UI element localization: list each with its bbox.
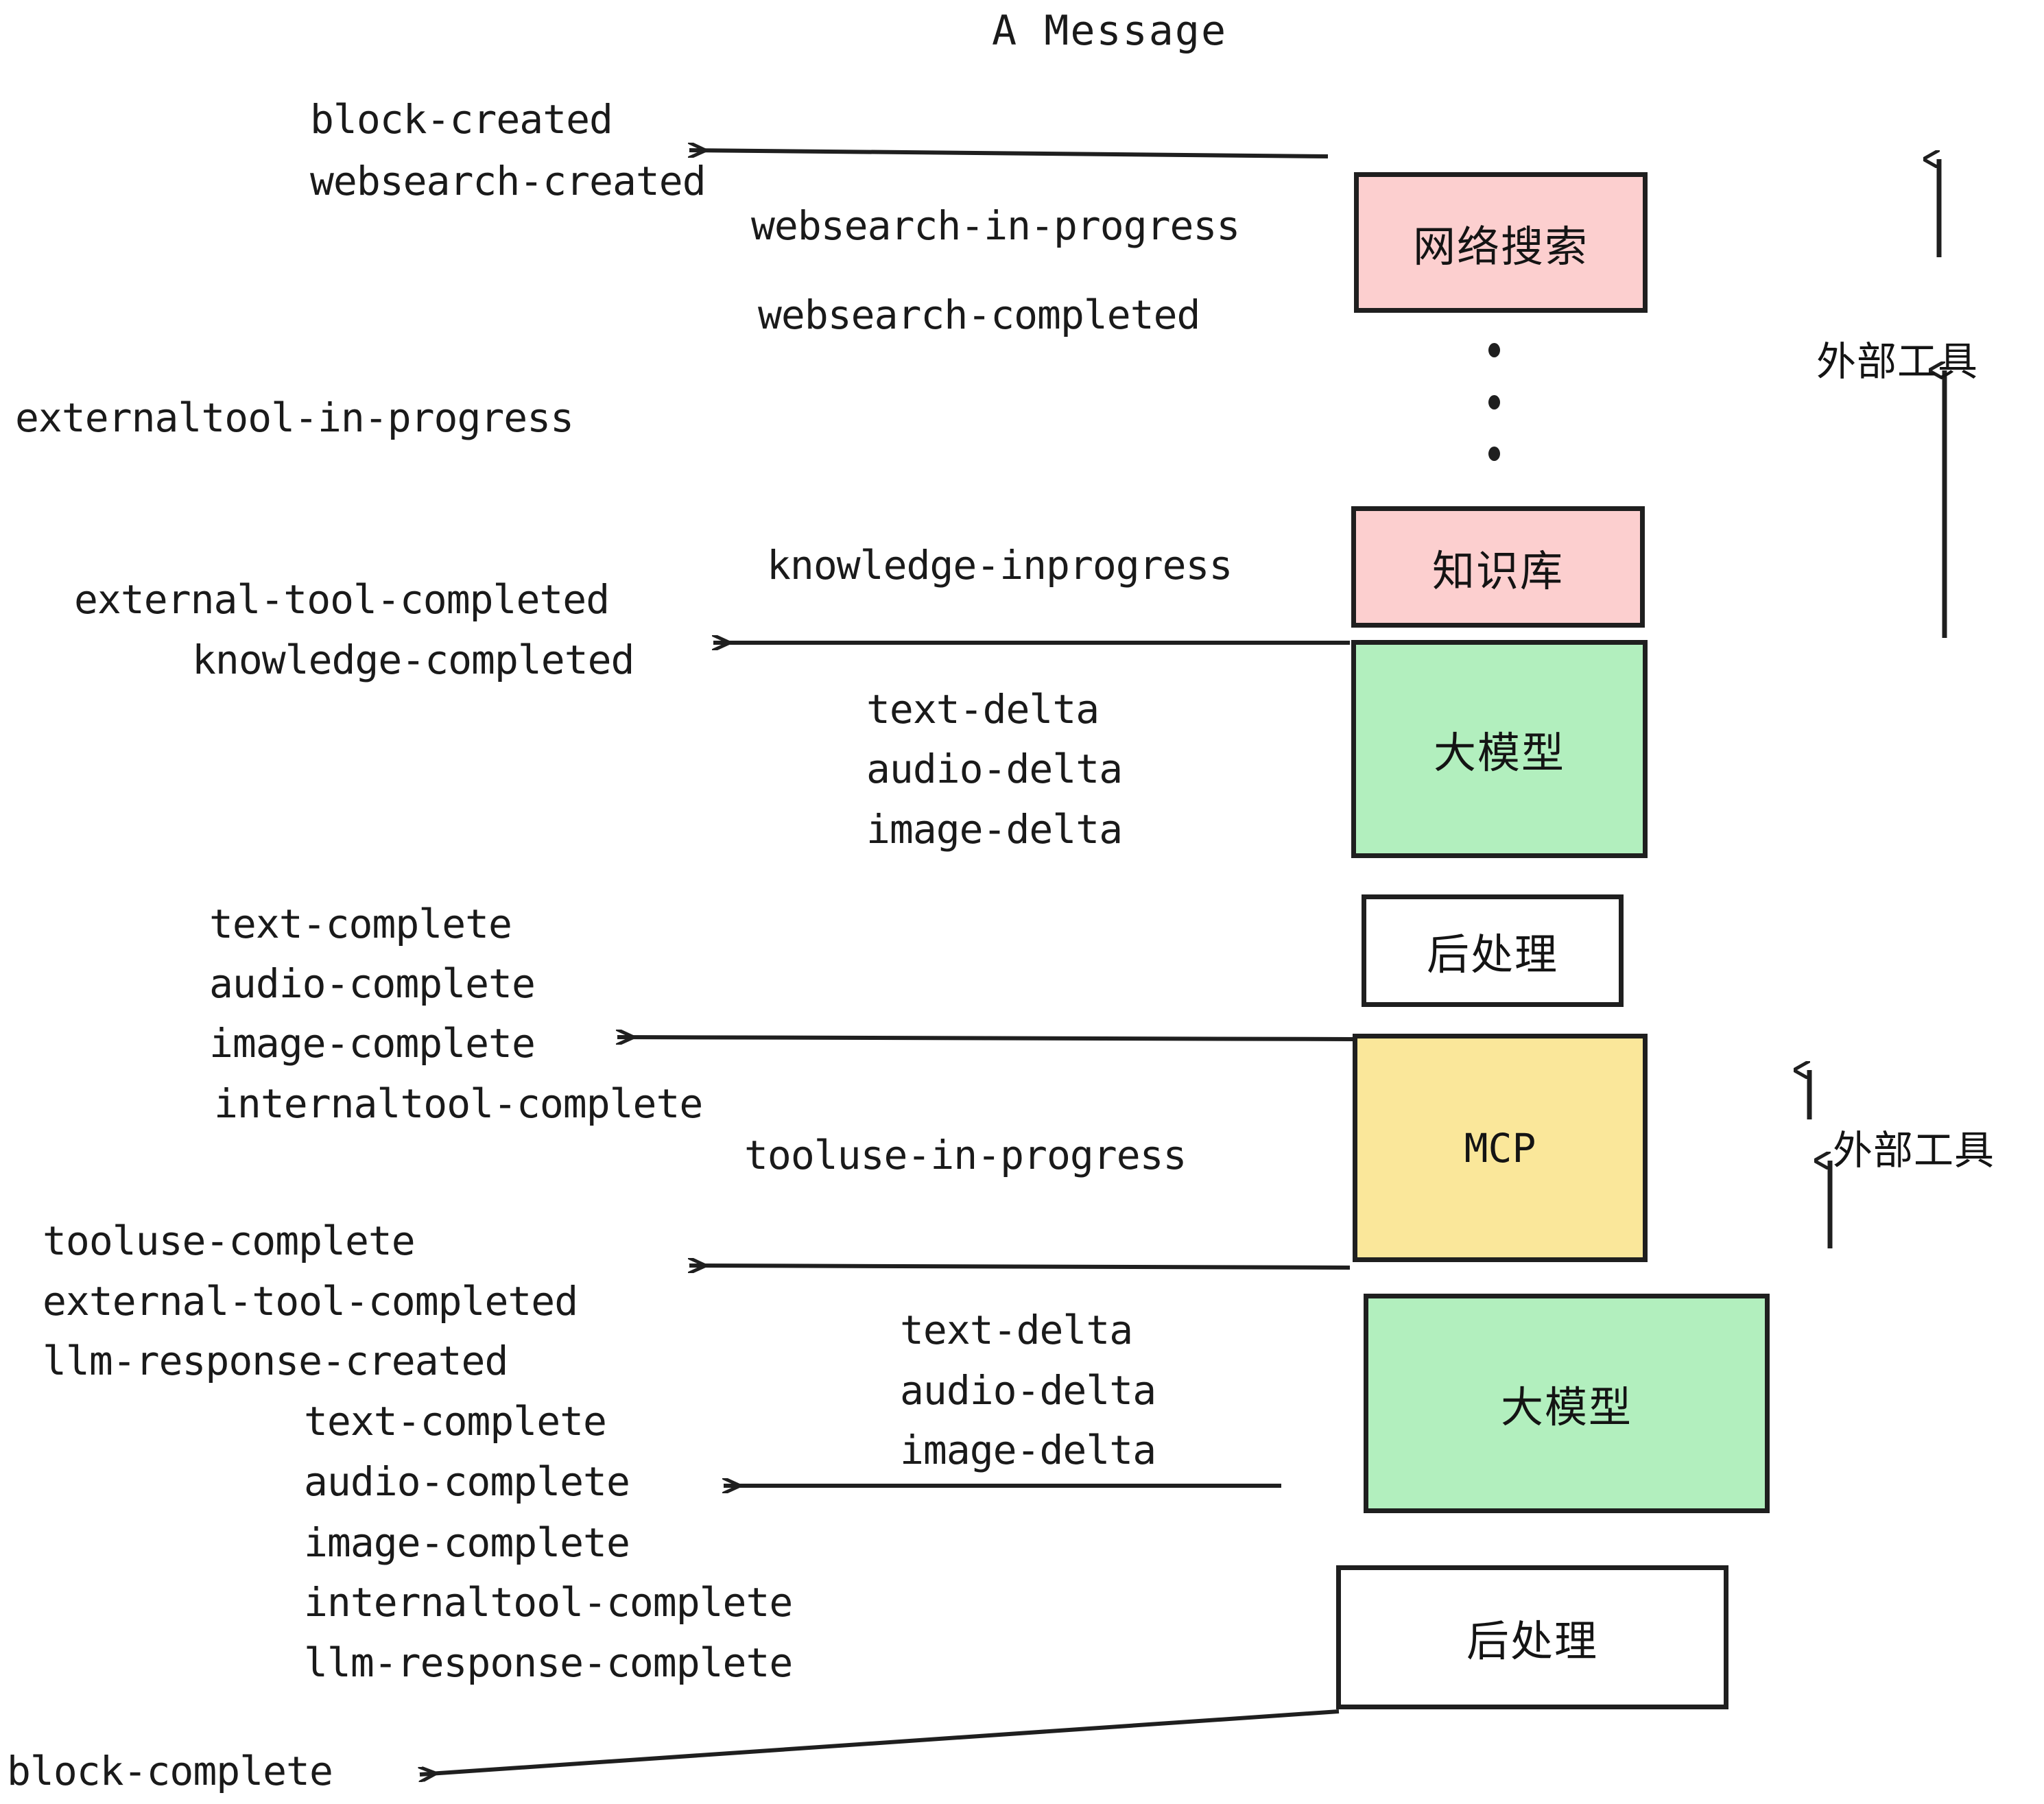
node-websearch[interactable]: 网络搜索 [1354,172,1648,313]
event-knowledge-inprogress: knowledge-inprogress [767,542,1233,589]
event-image-delta-2: image-delta [900,1427,1156,1473]
event-block-complete: block-complete [7,1748,333,1794]
event-llm-response-created: llm-response-created [43,1338,508,1384]
node-llm-2[interactable]: 大模型 [1364,1294,1770,1513]
event-websearch-created: websearch-created [310,158,706,204]
node-postprocess-2[interactable]: 后处理 [1336,1565,1728,1709]
event-externaltool-in-progress: externaltool-in-progress [15,394,574,441]
arrow-image-complete [617,1037,1355,1039]
event-knowledge-completed: knowledge-completed [192,637,634,683]
event-text-delta-2: text-delta [900,1307,1133,1353]
event-text-delta-1: text-delta [866,686,1100,733]
vertical-ellipsis-icon [1487,343,1501,461]
event-audio-delta-2: audio-delta [900,1367,1156,1414]
event-internaltool-complete-1: internaltool-complete [214,1080,703,1127]
node-postprocess-1[interactable]: 后处理 [1362,894,1624,1007]
event-external-tool-completed-2: external-tool-completed [43,1278,578,1325]
event-text-complete-2: text-complete [304,1398,607,1445]
event-llm-response-complete: llm-response-complete [304,1639,793,1686]
node-llm-1[interactable]: 大模型 [1351,640,1648,858]
event-audio-complete-1: audio-complete [209,960,536,1007]
label-external-tools-bottom: 外部工具 [1833,1127,1995,1174]
event-image-delta-1: image-delta [866,806,1123,853]
event-audio-complete-2: audio-complete [304,1458,630,1505]
event-external-tool-completed-1: external-tool-completed [74,576,610,623]
label-external-tools-top: 外部工具 [1816,338,1979,385]
arrow-websearch-created [689,150,1329,158]
event-tooluse-complete: tooluse-complete [43,1218,416,1264]
event-image-complete-1: image-complete [209,1020,536,1067]
event-audio-delta-1: audio-delta [866,746,1123,792]
page-title: A Message [992,7,1228,55]
node-mcp[interactable]: MCP [1353,1034,1648,1262]
node-knowledge-base[interactable]: 知识库 [1351,506,1645,628]
event-tooluse-in-progress: tooluse-in-progress [744,1132,1187,1178]
event-websearch-in-progress: websearch-in-progress [751,202,1240,249]
event-image-complete-2: image-complete [304,1519,630,1566]
event-block-created: block-created [310,96,613,143]
arrow-tooluse-complete [689,1266,1351,1268]
event-websearch-completed: websearch-completed [758,292,1200,338]
event-text-complete-1: text-complete [209,901,512,947]
event-internaltool-complete-2: internaltool-complete [304,1579,793,1626]
arrow-block-complete [420,1709,1340,1775]
